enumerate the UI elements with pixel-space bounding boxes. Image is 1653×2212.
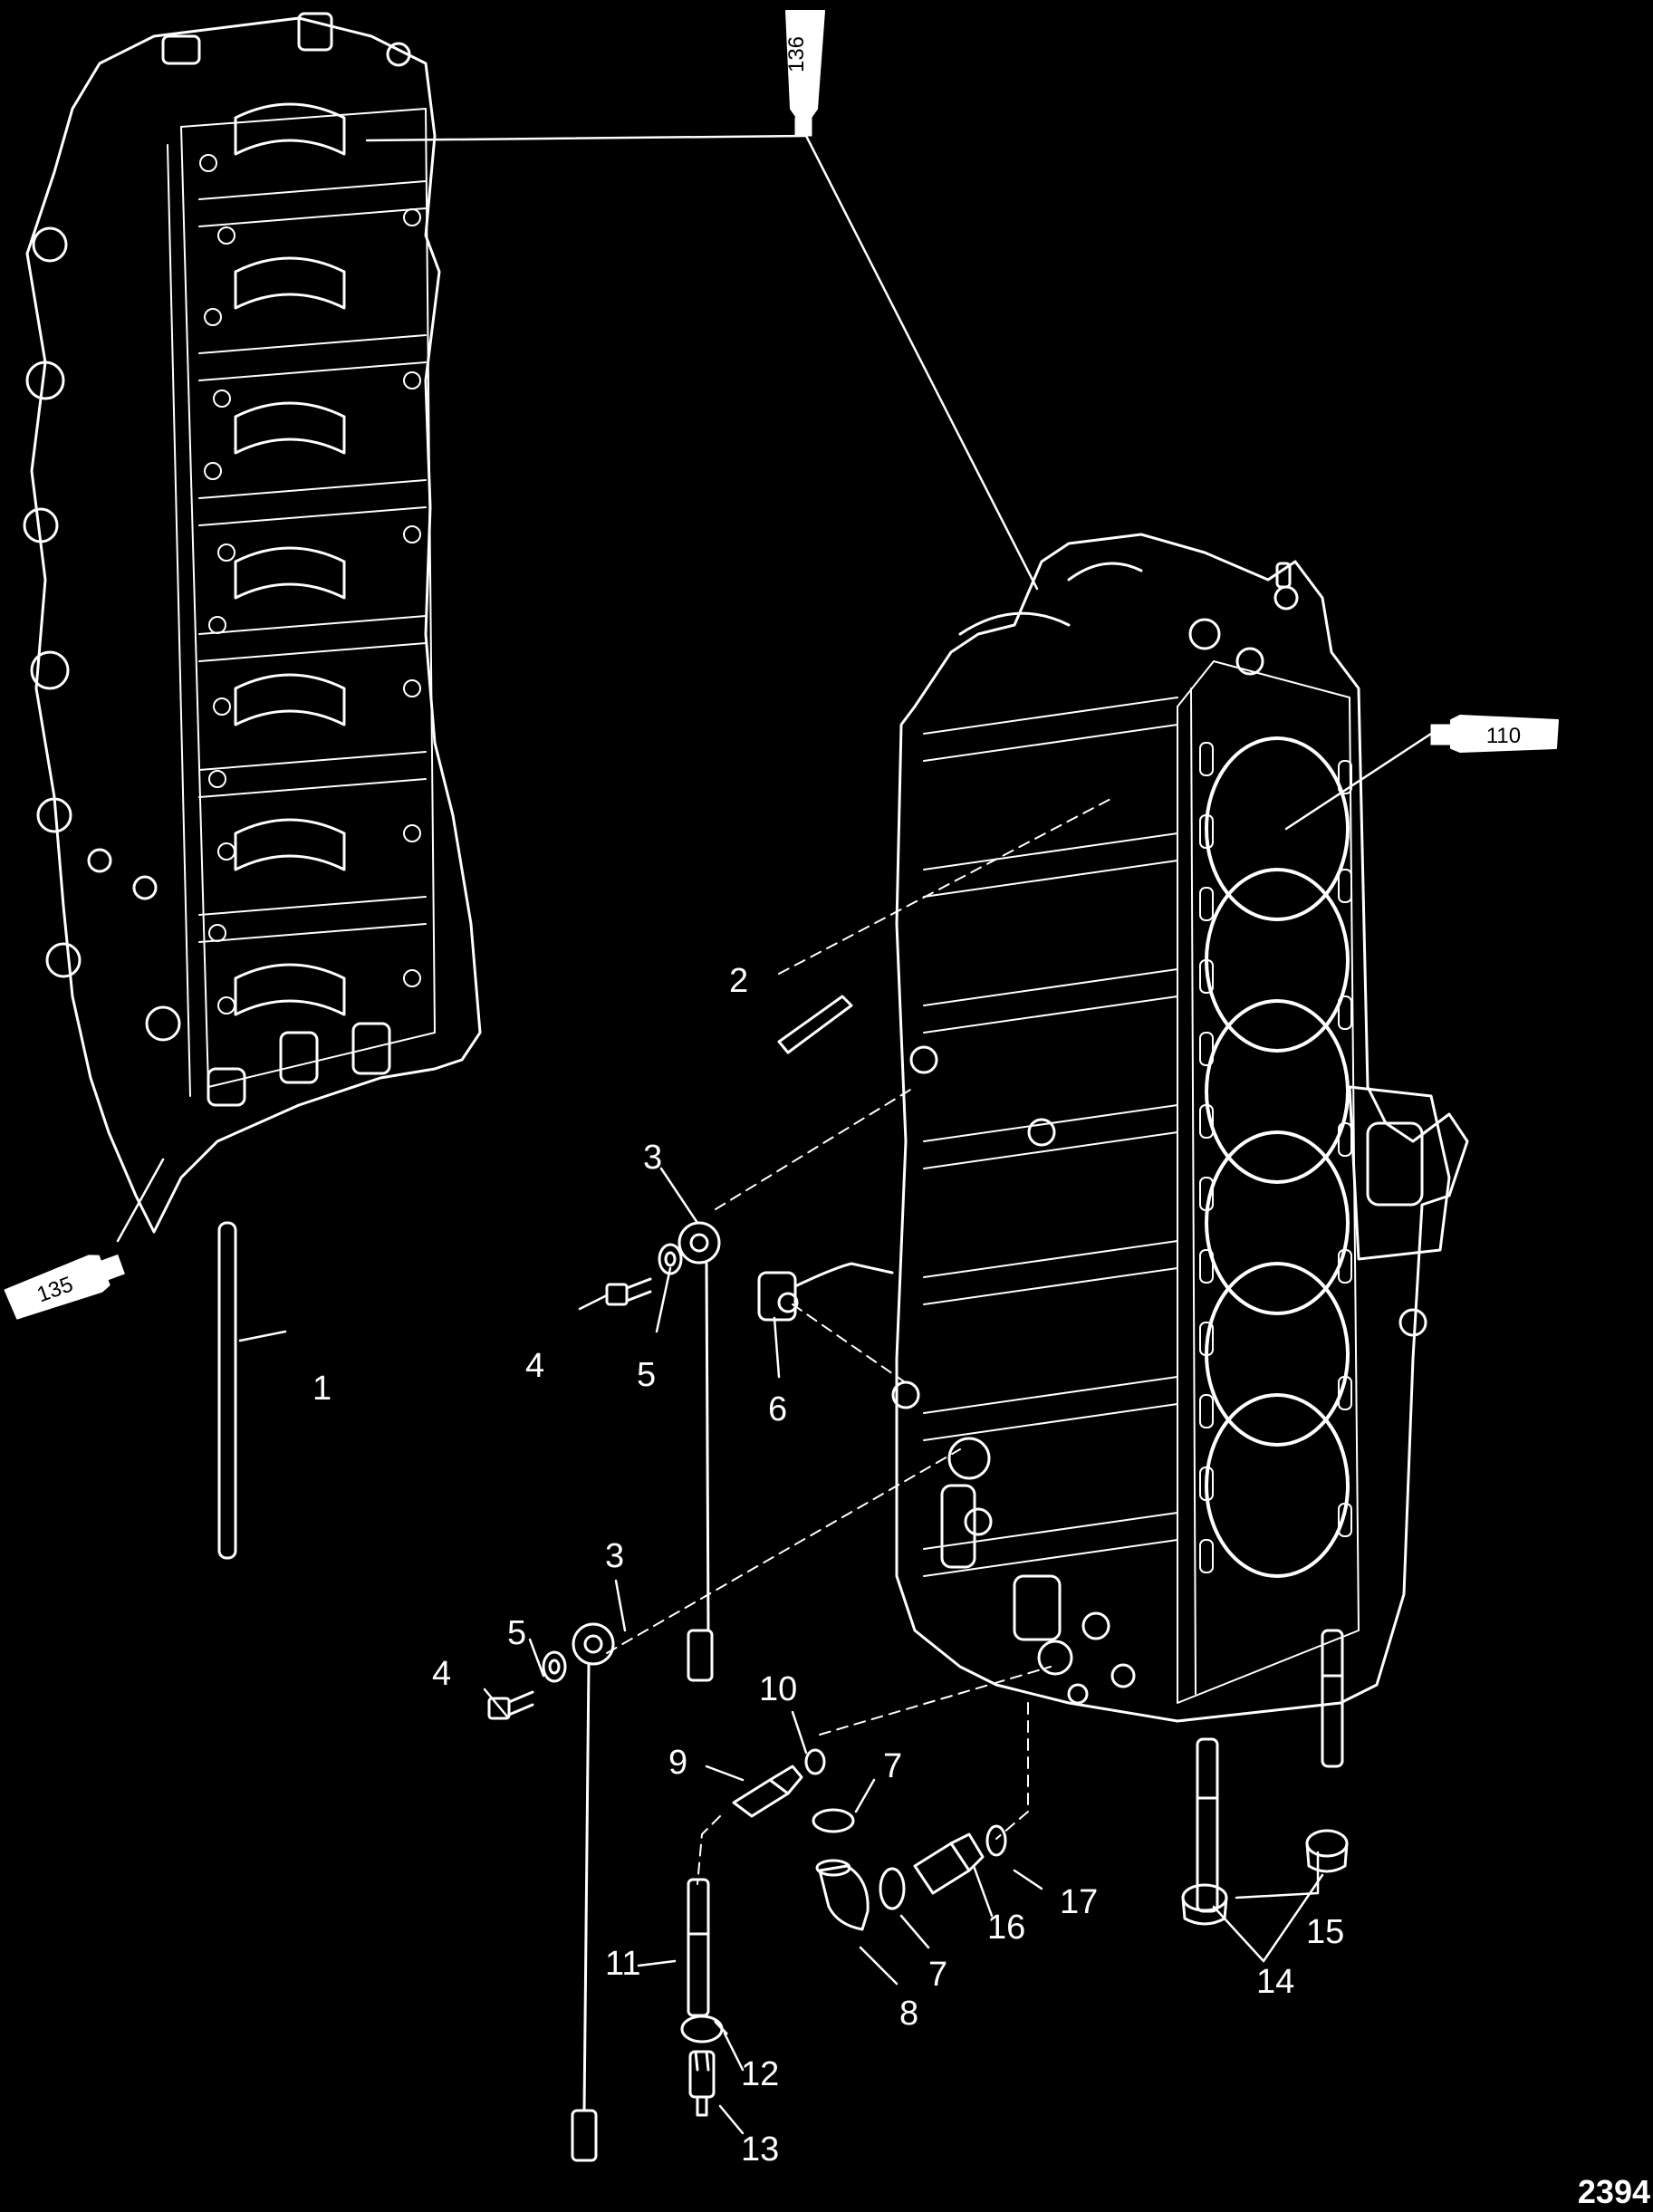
callout-1: 1	[312, 1370, 332, 1408]
part-16-fitting	[913, 1832, 985, 1895]
callout-7-upper: 7	[883, 1747, 902, 1785]
callout-7-lower: 7	[928, 1956, 947, 1994]
part-14-stud-right	[1321, 1629, 1344, 1768]
callout-3-lower: 3	[605, 1537, 624, 1575]
assembly-lines	[606, 796, 1115, 1885]
callout-12: 12	[741, 2055, 779, 2093]
callout-4-lower: 4	[432, 1655, 451, 1693]
callout-3-upper: 3	[643, 1139, 662, 1177]
leader-lines	[116, 134, 1433, 2135]
callout-10: 10	[759, 1670, 797, 1708]
callout-5-upper: 5	[637, 1356, 656, 1394]
callout-13: 13	[741, 2130, 779, 2169]
part-7-clamp-upper	[812, 1808, 855, 1833]
cylinder-block	[891, 533, 1469, 1723]
tube-110-label: 110	[1486, 724, 1521, 748]
part-4-bolt-upper	[605, 1277, 652, 1306]
part-15-nut-lower	[1181, 1883, 1228, 1926]
callout-4-upper: 4	[525, 1347, 544, 1385]
part-3-knock-sensor-upper	[678, 1221, 721, 1682]
callout-11: 11	[605, 1945, 640, 1983]
part-1-rod	[217, 1221, 237, 1560]
part-17-o-ring	[985, 1824, 1007, 1857]
crankcase-cover-left	[23, 12, 482, 1234]
part-13-sender	[688, 2050, 716, 2117]
callout-8: 8	[899, 1995, 918, 2033]
part-8-elbow	[815, 1859, 870, 1931]
part-10-o-ring	[804, 1748, 826, 1775]
lubricant-tube-136: 136	[784, 10, 825, 137]
callout-labels: 1 2 3 3 4 4 5 5 6 7 7 8 9 10 11 12 13 14…	[312, 962, 1344, 2169]
part-2-pin	[777, 995, 853, 1054]
callout-14: 14	[1256, 1963, 1294, 2001]
part-6-sensor	[757, 1262, 894, 1322]
part-4-bolt-lower	[487, 1690, 534, 1720]
part-12-clamp	[680, 2015, 728, 2044]
part-7-clamp-lower	[879, 1867, 906, 1910]
callout-17: 17	[1060, 1883, 1098, 1921]
part-15-nut-upper	[1305, 1829, 1349, 1873]
part-9-fitting	[732, 1765, 803, 1818]
lubricant-tube-135: 135	[4, 1254, 125, 1320]
tube-136-label: 136	[784, 36, 809, 72]
part-11-hose	[687, 1878, 710, 2017]
callout-5-lower: 5	[507, 1614, 526, 1652]
callout-6: 6	[768, 1390, 787, 1428]
callout-16: 16	[987, 1909, 1025, 1947]
part-3-knock-sensor-lower	[571, 1622, 615, 2162]
part-5-washer-upper	[658, 1243, 683, 1275]
callout-9: 9	[668, 1744, 687, 1782]
figure-number: 2394	[1578, 2173, 1650, 2207]
callout-2: 2	[729, 962, 748, 1000]
callout-15: 15	[1306, 1913, 1344, 1951]
lubricant-tube-110: 110	[1430, 715, 1559, 753]
part-5-washer-lower	[542, 1650, 567, 1683]
